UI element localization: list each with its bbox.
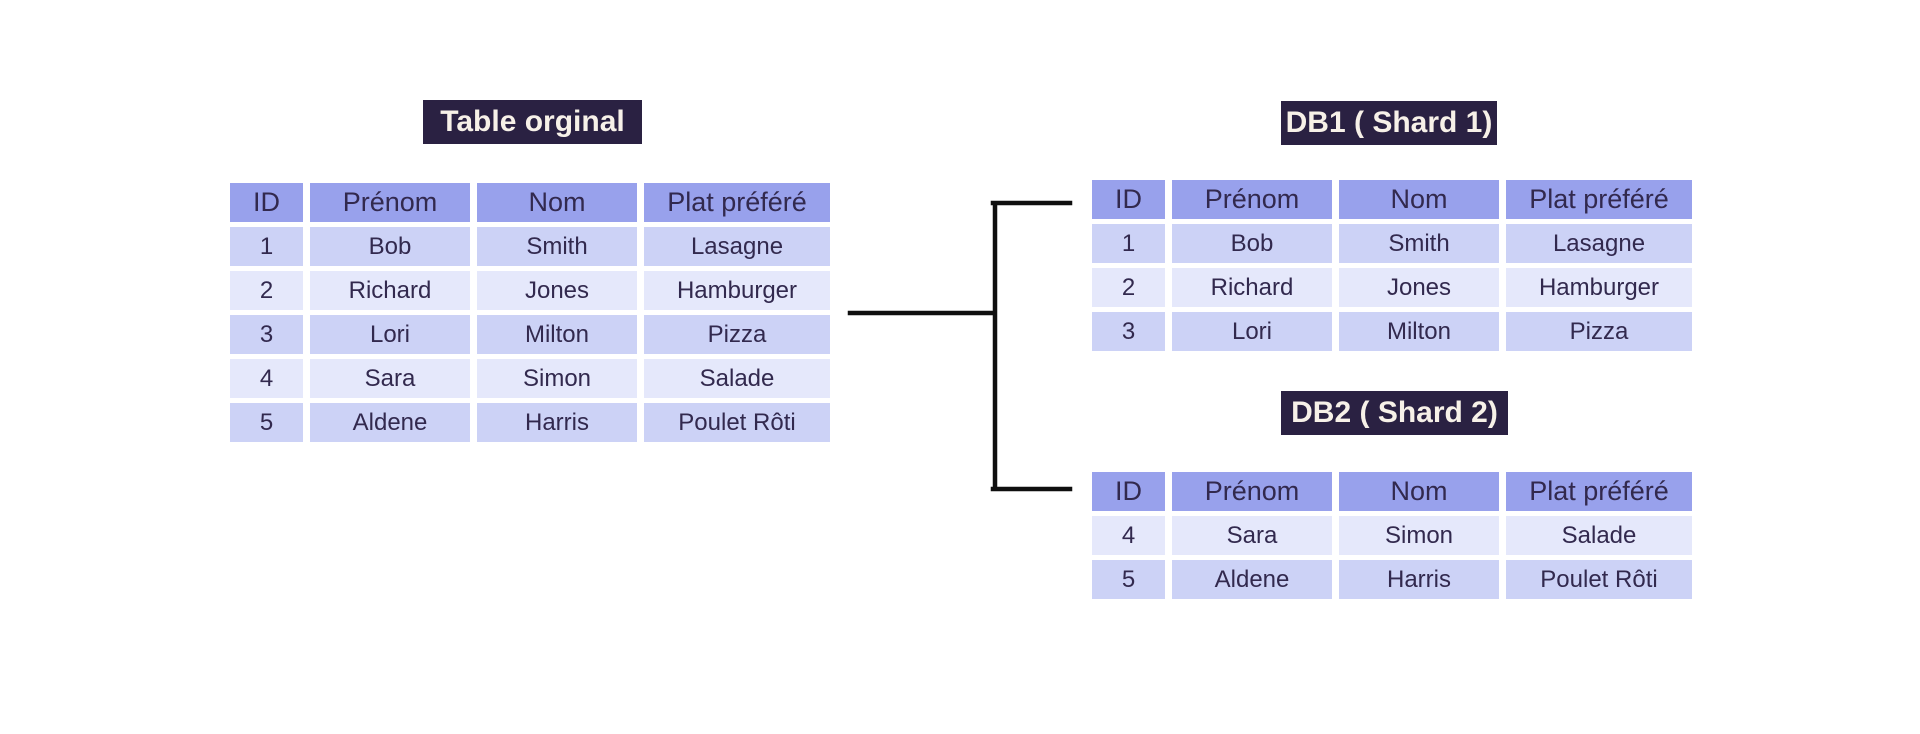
table-cell: Richard	[1172, 268, 1332, 307]
column-header: ID	[1092, 180, 1165, 219]
column-header: Nom	[1339, 180, 1499, 219]
table-cell: Jones	[1339, 268, 1499, 307]
table-cell: Poulet Rôti	[1506, 560, 1692, 599]
table-cell: Hamburger	[644, 271, 830, 310]
table-cell: Bob	[310, 227, 470, 266]
table-cell: Lori	[310, 315, 470, 354]
table-cell: 5	[230, 403, 303, 442]
table-cell: Sara	[310, 359, 470, 398]
table-cell: Harris	[477, 403, 637, 442]
table-cell: Pizza	[644, 315, 830, 354]
table-cell: Aldene	[1172, 560, 1332, 599]
column-header: ID	[230, 183, 303, 222]
table-cell: Aldene	[310, 403, 470, 442]
column-header: Plat préféré	[1506, 180, 1692, 219]
table-cell: Richard	[310, 271, 470, 310]
table-cell: Pizza	[1506, 312, 1692, 351]
table-cell: Lasagne	[644, 227, 830, 266]
table-cell: 2	[230, 271, 303, 310]
column-header: Nom	[477, 183, 637, 222]
shard1-title: DB1 ( Shard 1)	[1281, 101, 1497, 145]
table-cell: Milton	[1339, 312, 1499, 351]
table-cell: Milton	[477, 315, 637, 354]
original-table-title: Table orginal	[423, 100, 642, 144]
column-header: Prénom	[1172, 180, 1332, 219]
column-header: Prénom	[310, 183, 470, 222]
column-header: Prénom	[1172, 472, 1332, 511]
column-header: Plat préféré	[1506, 472, 1692, 511]
table-cell: 5	[1092, 560, 1165, 599]
column-header: Plat préféré	[644, 183, 830, 222]
table-cell: Lasagne	[1506, 224, 1692, 263]
table-cell: Harris	[1339, 560, 1499, 599]
table-cell: 4	[230, 359, 303, 398]
table-cell: Jones	[477, 271, 637, 310]
table-cell: Hamburger	[1506, 268, 1692, 307]
table-cell: 3	[230, 315, 303, 354]
table-cell: Smith	[1339, 224, 1499, 263]
column-header: ID	[1092, 472, 1165, 511]
table-cell: Salade	[644, 359, 830, 398]
table-cell: Poulet Rôti	[644, 403, 830, 442]
table-cell: 1	[1092, 224, 1165, 263]
column-header: Nom	[1339, 472, 1499, 511]
table-cell: Simon	[477, 359, 637, 398]
table-cell: Simon	[1339, 516, 1499, 555]
shard2-title: DB2 ( Shard 2)	[1281, 391, 1508, 435]
table-cell: 4	[1092, 516, 1165, 555]
table-cell: 1	[230, 227, 303, 266]
table-cell: Sara	[1172, 516, 1332, 555]
connector-branch-path	[847, 200, 1073, 492]
table-cell: 3	[1092, 312, 1165, 351]
table-cell: 2	[1092, 268, 1165, 307]
table-cell: Salade	[1506, 516, 1692, 555]
table-cell: Lori	[1172, 312, 1332, 351]
table-cell: Bob	[1172, 224, 1332, 263]
table-cell: Smith	[477, 227, 637, 266]
